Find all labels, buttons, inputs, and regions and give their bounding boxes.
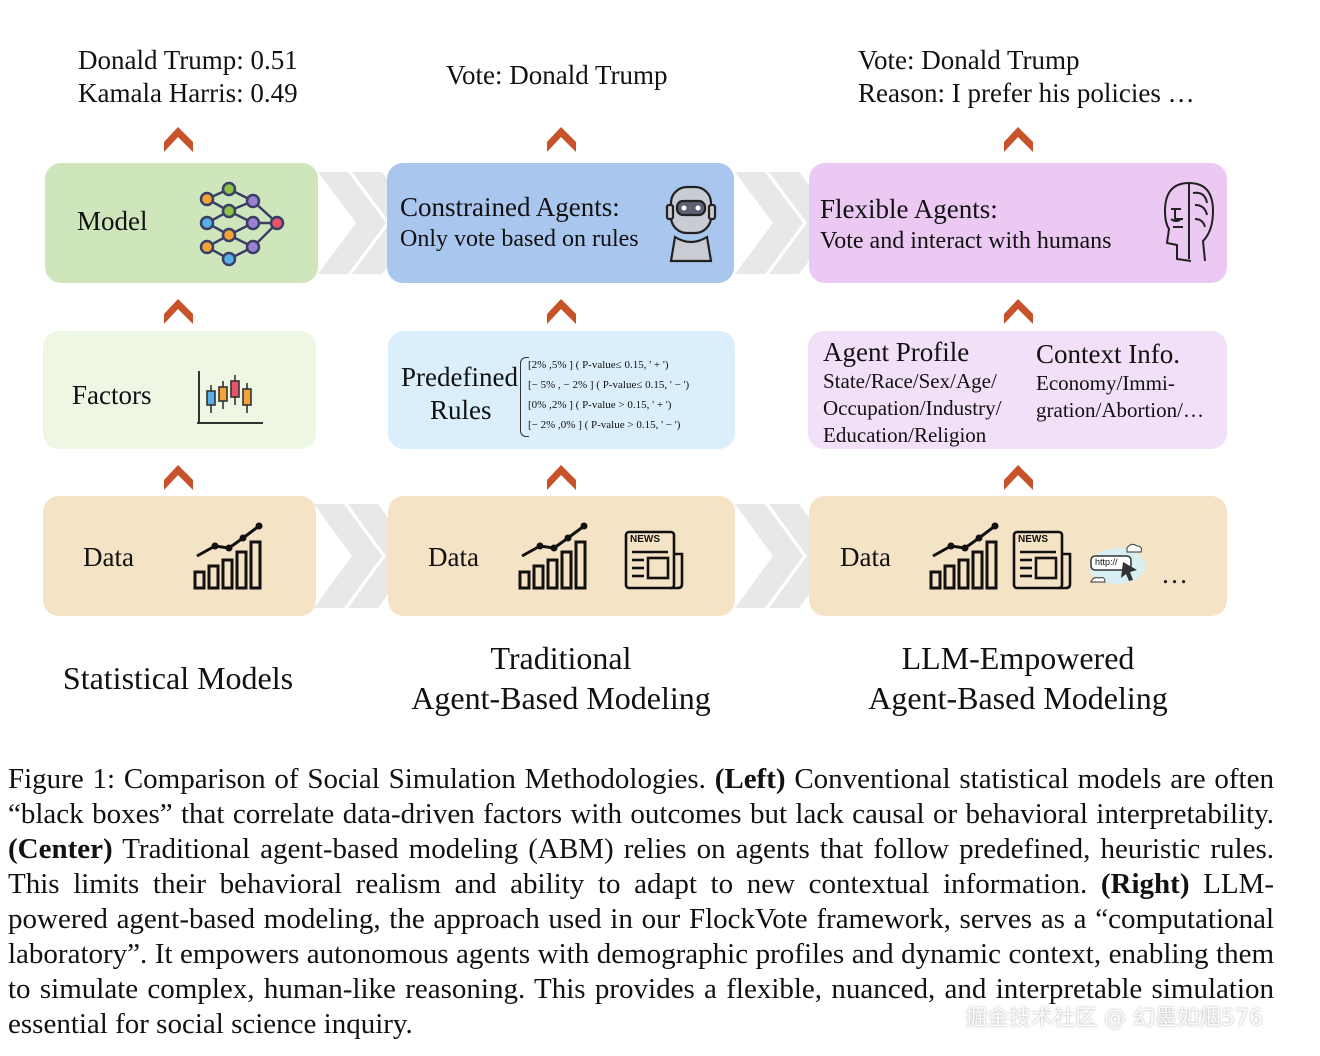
caption-center-text: Traditional agent-based modeling (ABM) r… <box>8 833 1274 900</box>
right-output-vote: Vote: Donald Trump <box>858 45 1080 75</box>
context-info-line: gration/Abortion/… <box>1036 398 1204 422</box>
newspaper-icon: NEWS <box>624 530 684 590</box>
caption-prefix: Figure 1: Comparison of Social Simulatio… <box>8 763 715 795</box>
chevron-arrow <box>735 504 803 608</box>
agent-profile-line: Occupation/Industry/ <box>823 396 1002 420</box>
right-data-label: Data <box>840 542 891 572</box>
news-label: NEWS <box>630 534 660 545</box>
chevron-arrow <box>314 504 382 608</box>
right-data-box: Data NEWS http:// <box>809 496 1227 616</box>
agent-profile-title: Agent Profile <box>823 337 970 367</box>
agent-profile-box: Agent Profile State/Race/Sex/Age/ Occupa… <box>808 331 1227 449</box>
left-output-harris: Kamala Harris: 0.49 <box>78 78 298 108</box>
up-arrow-icon <box>164 465 193 490</box>
right-title-line1: LLM-Empowered <box>901 640 1135 676</box>
context-info-line: Economy/Immi- <box>1036 371 1175 395</box>
figure-caption: Figure 1: Comparison of Social Simulatio… <box>8 762 1274 1042</box>
rules-label-line1: Predefined <box>401 362 518 392</box>
bar-growth-icon <box>929 522 999 590</box>
rules-list: [2% ,5% ] ( P-value≤ 0.15, ' + ') [− 5% … <box>528 355 689 435</box>
caption-left-tag: (Left) <box>714 763 786 795</box>
web-browser-icon: http:// <box>1087 540 1147 590</box>
rule-row: [− 2% ,0% ] ( P-value > 0.15, ' − ') <box>528 419 681 431</box>
left-data-box: Data <box>43 496 316 616</box>
bar-growth-icon <box>518 522 588 590</box>
constrained-agents-box: Constrained Agents: Only vote based on r… <box>387 163 734 283</box>
left-output-trump: Donald Trump: 0.51 <box>78 45 298 75</box>
up-arrow-icon <box>547 127 576 152</box>
up-arrow-icon <box>164 299 193 324</box>
newspaper-icon-frame <box>624 530 684 590</box>
factors-label: Factors <box>72 380 152 410</box>
caption-right-tag: (Right) <box>1100 868 1190 900</box>
up-arrow-icon <box>1004 299 1033 324</box>
agent-profile-line: Education/Religion <box>823 423 987 447</box>
center-data-box: Data NEWS <box>388 496 735 616</box>
constrained-agents-title: Constrained Agents: <box>400 192 620 222</box>
ai-head-icon <box>1163 182 1215 262</box>
constrained-agents-desc: Only vote based on rules <box>400 226 639 252</box>
up-arrows <box>164 127 1033 490</box>
rule-row: [0% ,2% ] ( P-value > 0.15, ' + ') <box>528 399 672 411</box>
center-title-line1: Traditional <box>490 640 632 676</box>
context-info-title: Context Info. <box>1036 339 1180 369</box>
right-output-reason: Reason: I prefer his policies … <box>858 78 1195 108</box>
candlestick-chart-icon <box>197 371 263 424</box>
rules-label-line2: Rules <box>430 395 492 425</box>
left-data-label: Data <box>83 542 134 572</box>
flexible-agents-desc: Vote and interact with humans <box>820 228 1112 254</box>
flexible-agents-title: Flexible Agents: <box>820 194 998 224</box>
more-data-ellipsis: … <box>1161 559 1188 589</box>
watermark: 掘金技术社区 @ 幻墨如烟576 <box>965 1006 1263 1031</box>
bar-growth-icon <box>193 522 263 590</box>
caption-right-text: LLM-powered agent-based modeling, the ap… <box>8 868 1275 1040</box>
caption-center-tag: (Center) <box>8 833 113 865</box>
up-arrow-icon <box>1004 127 1033 152</box>
model-label: Model <box>77 206 148 236</box>
web-browser-icon-art <box>1089 543 1145 584</box>
agent-profile-line: State/Race/Sex/Age/ <box>823 369 997 393</box>
predefined-rules-box: Predefined Rules [2% ,5% ] ( P-value≤ 0.… <box>388 331 735 449</box>
caption-left-text: Conventional statistical models are ofte… <box>8 763 1274 830</box>
newspaper-icon-frame <box>1012 530 1072 590</box>
center-title-line2: Agent-Based Modeling <box>411 680 711 716</box>
chevron-arrow <box>318 172 386 274</box>
factors-box: Factors <box>43 331 316 449</box>
center-output: Vote: Donald Trump <box>446 60 668 90</box>
up-arrow-icon <box>547 465 576 490</box>
flexible-agents-box: Flexible Agents: Vote and interact with … <box>809 163 1227 283</box>
chevron-arrow <box>735 172 803 274</box>
rule-row: [2% ,5% ] ( P-value≤ 0.15, ' + ') <box>528 359 669 371</box>
up-arrow-icon <box>1004 465 1033 490</box>
rule-row: [− 5% , − 2% ] ( P-value≤ 0.15, ' − ') <box>528 379 690 391</box>
robot-icon <box>665 185 717 263</box>
url-text: http:// <box>1095 557 1118 567</box>
up-arrow-icon <box>164 127 193 152</box>
center-data-label: Data <box>428 542 479 572</box>
rules-brace <box>520 357 529 437</box>
flow-chevrons <box>314 172 837 608</box>
left-column-title: Statistical Models <box>62 660 294 696</box>
neural-network-icon <box>199 181 285 267</box>
news-label: NEWS <box>1018 534 1048 545</box>
newspaper-icon: NEWS <box>1012 530 1072 590</box>
up-arrow-icon <box>547 299 576 324</box>
right-title-line2: Agent-Based Modeling <box>868 680 1168 716</box>
model-box: Model <box>45 163 318 283</box>
